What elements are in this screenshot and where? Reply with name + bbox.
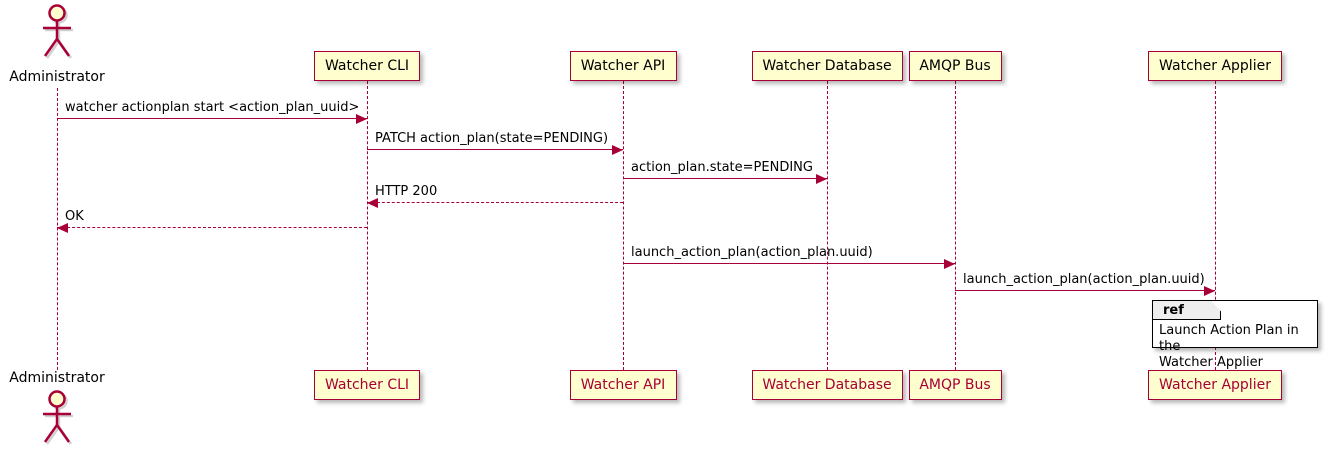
ref-fragment-tab: ref <box>1153 301 1221 320</box>
message-arrowhead-2 <box>816 173 827 184</box>
message-label-2: action_plan.state=PENDING <box>631 160 813 175</box>
actor-figure-administrator-bottom <box>35 390 79 446</box>
participant-box-watcher_applier-bottom[interactable]: Watcher Applier <box>1148 370 1282 400</box>
message-arrowhead-4 <box>57 222 68 233</box>
message-line-5 <box>623 263 955 264</box>
actor-label-administrator-bottom: Administrator <box>9 370 105 386</box>
message-arrowhead-3 <box>367 197 378 208</box>
message-label-5: launch_action_plan(action_plan.uuid) <box>631 245 873 260</box>
message-line-0 <box>57 118 367 119</box>
lifeline-watcher_api <box>622 81 624 370</box>
message-label-1: PATCH action_plan(state=PENDING) <box>375 131 609 146</box>
message-label-6: launch_action_plan(action_plan.uuid) <box>963 272 1205 287</box>
actor-label-administrator: Administrator <box>9 69 105 85</box>
participant-box-watcher_cli-bottom[interactable]: Watcher CLI <box>314 370 420 400</box>
message-arrowhead-5 <box>944 258 955 269</box>
lifeline-watcher_db <box>826 81 828 370</box>
participant-box-watcher_api[interactable]: Watcher API <box>569 51 677 81</box>
message-arrowhead-6 <box>1204 285 1215 296</box>
message-arrowhead-1 <box>612 144 623 155</box>
lifeline-amqp_bus <box>954 81 956 370</box>
participant-box-amqp_bus[interactable]: AMQP Bus <box>908 51 1002 81</box>
participant-box-watcher_api-bottom[interactable]: Watcher API <box>569 370 677 400</box>
ref-fragment-line2: Watcher Applier <box>1159 355 1263 370</box>
lifeline-watcher_applier <box>1214 81 1216 370</box>
message-line-4 <box>57 227 367 228</box>
message-label-4: OK <box>65 209 84 224</box>
message-line-6 <box>955 290 1215 291</box>
message-label-0: watcher actionplan start <action_plan_uu… <box>65 100 360 115</box>
message-line-3 <box>367 202 623 203</box>
participant-box-watcher_db[interactable]: Watcher Database <box>751 51 903 81</box>
message-label-3: HTTP 200 <box>375 184 438 199</box>
actor-figure-administrator <box>35 4 79 60</box>
message-line-2 <box>623 178 827 179</box>
participant-box-watcher_applier[interactable]: Watcher Applier <box>1148 51 1282 81</box>
message-line-1 <box>367 149 623 150</box>
participant-box-watcher_db-bottom[interactable]: Watcher Database <box>751 370 903 400</box>
participant-box-watcher_cli[interactable]: Watcher CLI <box>314 51 420 81</box>
participant-box-amqp_bus-bottom[interactable]: AMQP Bus <box>908 370 1002 400</box>
lifeline-watcher_cli <box>366 81 368 370</box>
message-arrowhead-0 <box>356 113 367 124</box>
ref-fragment-line1: Launch Action Plan in the <box>1159 323 1299 354</box>
